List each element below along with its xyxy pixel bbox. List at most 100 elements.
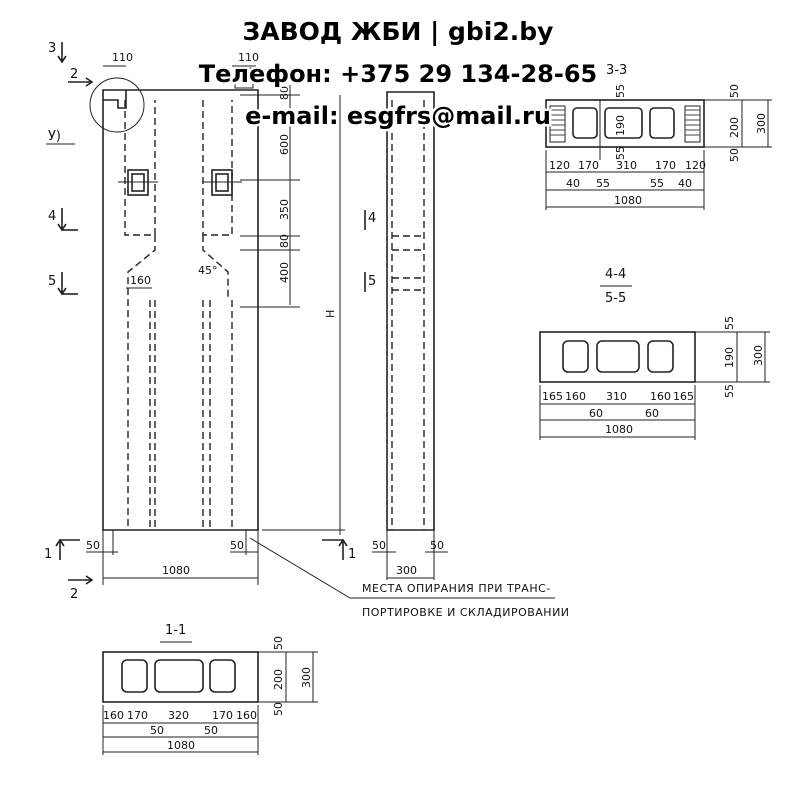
side-dim-left: 50 <box>372 539 386 552</box>
s44-d160b: 160 <box>650 390 671 403</box>
watermark: ЗАВОД ЖБИ | gbi2.by ЗАВОД ЖБИ | gbi2.by … <box>196 15 599 133</box>
s33-d120a: 120 <box>549 159 570 172</box>
mark-2-arrow <box>85 77 94 87</box>
s44-h300: 300 <box>752 345 765 366</box>
s11-d160b: 160 <box>236 709 257 722</box>
section-1-1-dims: 160 170 320 170 160 50 50 1080 50 200 50… <box>103 636 313 752</box>
note-line2: ПОРТИРОВКЕ И СКЛАДИРОВАНИИ <box>362 606 570 619</box>
side-view: 4 5 2 50 50 300 <box>364 63 448 580</box>
s11-d170b: 170 <box>212 709 233 722</box>
s11-r50a: 50 <box>272 636 285 650</box>
section-4-4-dims: 165 160 310 160 165 60 60 1080 55 190 55… <box>542 316 765 436</box>
s33-d170b: 170 <box>655 159 676 172</box>
s33-inner-190: 190 <box>614 115 627 136</box>
mid-void-upper <box>202 100 233 236</box>
watermark-line3-halo: e-mail: esgfrs@mail.ru <box>245 102 551 130</box>
side-dim-right: 50 <box>430 539 444 552</box>
section-5-5-title: 5-5 <box>605 291 626 306</box>
section-4-4: 4-4 5-5 <box>539 267 770 440</box>
side-outline <box>386 91 435 531</box>
s33-d55a: 55 <box>596 177 610 190</box>
dim-top-left-110: 110 <box>112 51 133 64</box>
panel-outline <box>102 89 259 531</box>
dim-160: 160 <box>130 274 151 287</box>
s33-d55b: 55 <box>650 177 664 190</box>
top-notch <box>103 90 127 109</box>
dim-80b: 80 <box>278 234 291 248</box>
dim-top-mid-110: 110 <box>238 51 259 64</box>
section-3-3-void-1 <box>572 107 598 139</box>
s33-d120b: 120 <box>685 159 706 172</box>
section-4-4-title: 4-4 <box>605 267 626 282</box>
section-1-1-outline <box>102 651 259 703</box>
s44-d60b: 60 <box>645 407 659 420</box>
watermark-line2: Телефон: +375 29 134-28-65 <box>199 60 597 88</box>
node-detail-circle <box>89 77 145 133</box>
left-void-taper <box>127 235 156 530</box>
s33-h300: 300 <box>755 113 768 134</box>
s11-d50a: 50 <box>150 724 164 737</box>
section-4-4-void-3 <box>647 340 674 373</box>
s11-d1080: 1080 <box>167 739 195 752</box>
s44-d160a: 160 <box>565 390 586 403</box>
mark-2-top: 2 <box>70 67 78 82</box>
s11-h300: 300 <box>300 667 313 688</box>
mark-1-right: 1 <box>348 547 356 562</box>
section-1-1-void-1 <box>121 659 148 693</box>
s33-r50a: 50 <box>728 84 741 98</box>
watermark-line1-halo: ЗАВОД ЖБИ | gbi2.by <box>243 17 554 46</box>
s33-inner-55a: 55 <box>614 84 627 98</box>
dim-400: 400 <box>278 262 291 283</box>
s33-d40b: 40 <box>678 177 692 190</box>
left-void-upper <box>124 100 156 236</box>
s33-d1080: 1080 <box>614 194 642 207</box>
s11-d170a: 170 <box>127 709 148 722</box>
mark-5: 5 <box>48 274 56 289</box>
mark-5-side: 5 <box>368 274 376 289</box>
top-loop-detail <box>234 67 254 89</box>
s33-r50b: 50 <box>728 148 741 162</box>
mark-node: У) <box>48 129 61 144</box>
mark-2b-arrow <box>85 575 94 585</box>
section-4-4-void-1 <box>562 340 589 373</box>
front-elevation: 110 110 80 600 350 80 400 H 160 45° 1080… <box>44 41 555 602</box>
dim-width-1080: 1080 <box>162 564 190 577</box>
s44-d60a: 60 <box>589 407 603 420</box>
s44-d165b: 165 <box>673 390 694 403</box>
dim-80a: 80 <box>278 86 291 100</box>
s44-d1080: 1080 <box>605 423 633 436</box>
s33-d310: 310 <box>616 159 637 172</box>
watermark-line1: ЗАВОД ЖБИ | gbi2.by <box>243 17 554 46</box>
section-3-3-title: 3-3 <box>606 63 627 78</box>
mark-3: 3 <box>48 41 56 56</box>
s44-d310: 310 <box>606 390 627 403</box>
s44-d165a: 165 <box>542 390 563 403</box>
s44-r55b: 55 <box>723 384 736 398</box>
section-3-3-void-3 <box>649 107 675 139</box>
mark-4: 4 <box>48 209 56 224</box>
s33-inner-55b: 55 <box>614 146 627 160</box>
note-leader <box>249 537 555 599</box>
section-1-1-void-2 <box>154 659 204 693</box>
dim-base-right-50: 50 <box>230 539 244 552</box>
s33-d170a: 170 <box>578 159 599 172</box>
note-line1: МЕСТА ОПИРАНИЯ ПРИ ТРАНС- <box>362 582 551 595</box>
s11-r200: 200 <box>272 669 285 690</box>
mark-3-arrow <box>57 55 67 64</box>
mark-2-side-top: 2 <box>393 63 401 78</box>
angle-45: 45° <box>198 264 218 277</box>
s11-d160a: 160 <box>103 709 124 722</box>
dim-base-left-50: 50 <box>86 539 100 552</box>
section-3-3-hatch-left <box>549 105 566 143</box>
dim-height-h: H <box>324 310 337 318</box>
mark-1-left: 1 <box>44 547 52 562</box>
s33-d40a: 40 <box>566 177 580 190</box>
section-3-3-outline <box>545 99 705 148</box>
watermark-line2-halo: Телефон: +375 29 134-28-65 <box>199 60 597 88</box>
s44-r55a: 55 <box>723 316 736 330</box>
section-1-1-title: 1-1 <box>165 623 186 638</box>
s44-r190: 190 <box>723 347 736 368</box>
s11-r50b: 50 <box>272 702 285 716</box>
mark-4-side: 4 <box>368 211 376 226</box>
